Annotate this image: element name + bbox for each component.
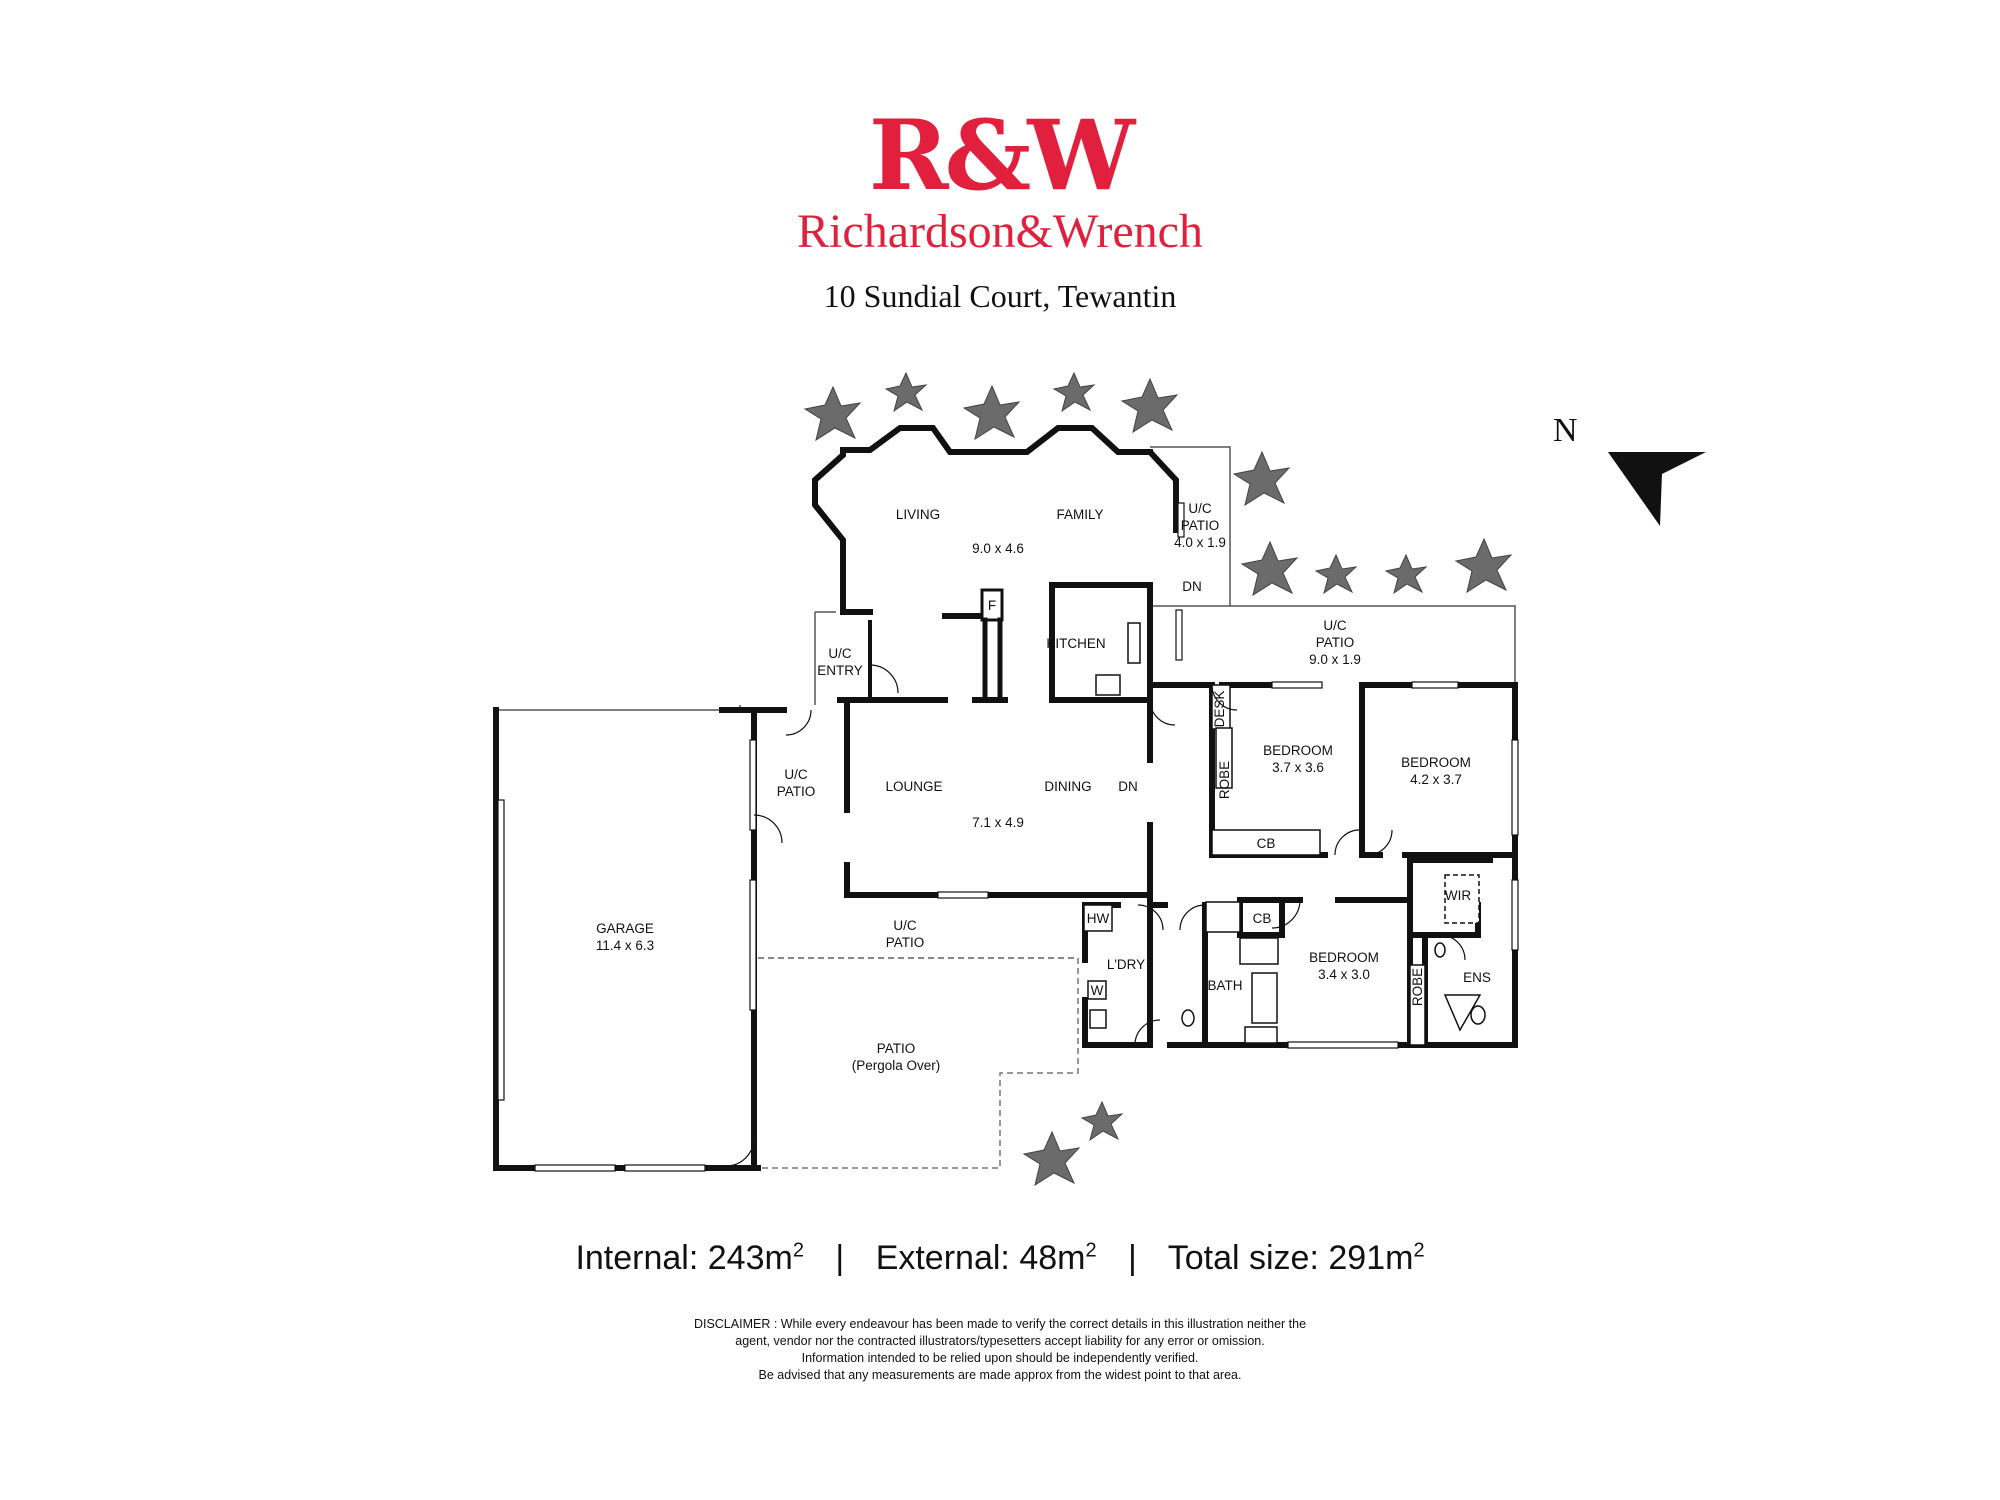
room-bath: BATH [1207,978,1242,993]
room-uc-patio-2b: PATIO [1316,635,1355,650]
property-address: 10 Sundial Court, Tewantin [823,278,1177,314]
pergola-patio-outline [758,957,1079,1169]
external-value: 48m2 [1019,1239,1097,1277]
door-swings [725,664,1466,1167]
room-dining: DINING [1044,779,1091,794]
room-uc-patio-1b: PATIO [1181,518,1220,533]
separator: | [1128,1239,1137,1277]
total-label: Total size: [1167,1239,1319,1277]
brand-name: Richardson&Wrench [797,205,1203,258]
internal-value: 243m2 [707,1239,804,1277]
room-kitchen: KITCHEN [1046,636,1105,651]
fixtures [1083,622,1486,1046]
disclaimer-line: DISCLAIMER : While every endeavour has b… [693,1317,1307,1331]
tree-icon [1022,1130,1081,1187]
disclaimer-line: agent, vendor nor the contracted illustr… [735,1334,1265,1348]
label-dn-1: DN [1182,579,1202,594]
internal-label: Internal: [575,1239,699,1277]
windows [497,502,1519,1172]
label-fridge: F [988,598,996,613]
room-uc-entry-1: U/C [828,646,852,661]
room-uc-entry-2: ENTRY [817,663,863,678]
room-uc-patio-3b: PATIO [777,784,816,799]
room-uc-patio-4b: PATIO [886,935,925,950]
area-summary: Internal: 243m2 | External: 48m2 | Total… [0,1238,2000,1279]
label-robe-2: ROBE [1410,968,1425,1006]
separator: | [835,1239,845,1277]
tree-icon [1240,540,1299,597]
tree-icon [1120,377,1179,434]
tree-icon [1314,553,1358,595]
size-uc-patio-1: 4.0 x 1.9 [1174,535,1226,550]
room-bedroom-2: BEDROOM [1401,755,1471,770]
north-arrow-icon [1608,452,1706,526]
label-cb-2: CB [1253,911,1272,926]
tree-icon [884,371,928,413]
room-uc-patio-1: U/C [1188,501,1212,516]
walls [493,425,1518,1171]
room-uc-patio-2: U/C [1323,618,1347,633]
label-desk: DESK [1212,691,1227,728]
size-living-family: 9.0 x 4.6 [972,541,1024,556]
room-family: FAMILY [1056,507,1103,522]
disclaimer: DISCLAIMER : While every endeavour has b… [500,1316,1500,1384]
room-garage: GARAGE [596,921,654,936]
room-living: LIVING [896,507,940,522]
label-hw: HW [1087,911,1110,926]
tree-icon [1080,1100,1124,1142]
tree-icon [1454,537,1513,594]
tree-icons [803,371,1513,1187]
room-ens: ENS [1463,970,1491,985]
size-bedroom-3: 3.4 x 3.0 [1318,967,1370,982]
room-bedroom-1: BEDROOM [1263,743,1333,758]
tree-icon [1052,371,1096,413]
tree-icon [1232,450,1291,507]
room-patio: PATIO [877,1041,916,1056]
external-label: External: [875,1239,1010,1277]
brand-logo: R&W [868,99,1135,212]
label-pergola-over: (Pergola Over) [852,1058,941,1073]
tree-icon [803,385,862,442]
room-lounge: LOUNGE [885,779,942,794]
north-label: N [1553,412,1578,449]
label-cb-1: CB [1257,836,1276,851]
room-bedroom-3: BEDROOM [1309,950,1379,965]
total-value: 291m2 [1328,1239,1425,1277]
disclaimer-line: Be advised that any measurements are mad… [758,1368,1242,1382]
label-robe-1: ROBE [1217,761,1232,799]
size-uc-patio-2: 9.0 x 1.9 [1309,652,1361,667]
size-bedroom-1: 3.7 x 3.6 [1272,760,1324,775]
room-uc-patio-4: U/C [893,918,917,933]
room-labels: LIVING FAMILY 9.0 x 4.6 U/C PATIO 4.0 x … [596,501,1491,1073]
room-laundry: L'DRY [1107,957,1145,972]
tree-icon [1384,553,1428,595]
room-uc-patio-3: U/C [784,767,808,782]
label-w: W [1091,983,1104,998]
tree-icon [962,384,1021,441]
size-garage: 11.4 x 6.3 [596,938,654,953]
room-wir: WIR [1445,888,1471,903]
patio-outlines [496,446,1516,711]
size-bedroom-2: 4.2 x 3.7 [1410,772,1462,787]
label-dn-2: DN [1118,779,1138,794]
disclaimer-line: Information intended to be relied upon s… [801,1351,1199,1365]
size-lounge-dining: 7.1 x 4.9 [972,815,1024,830]
